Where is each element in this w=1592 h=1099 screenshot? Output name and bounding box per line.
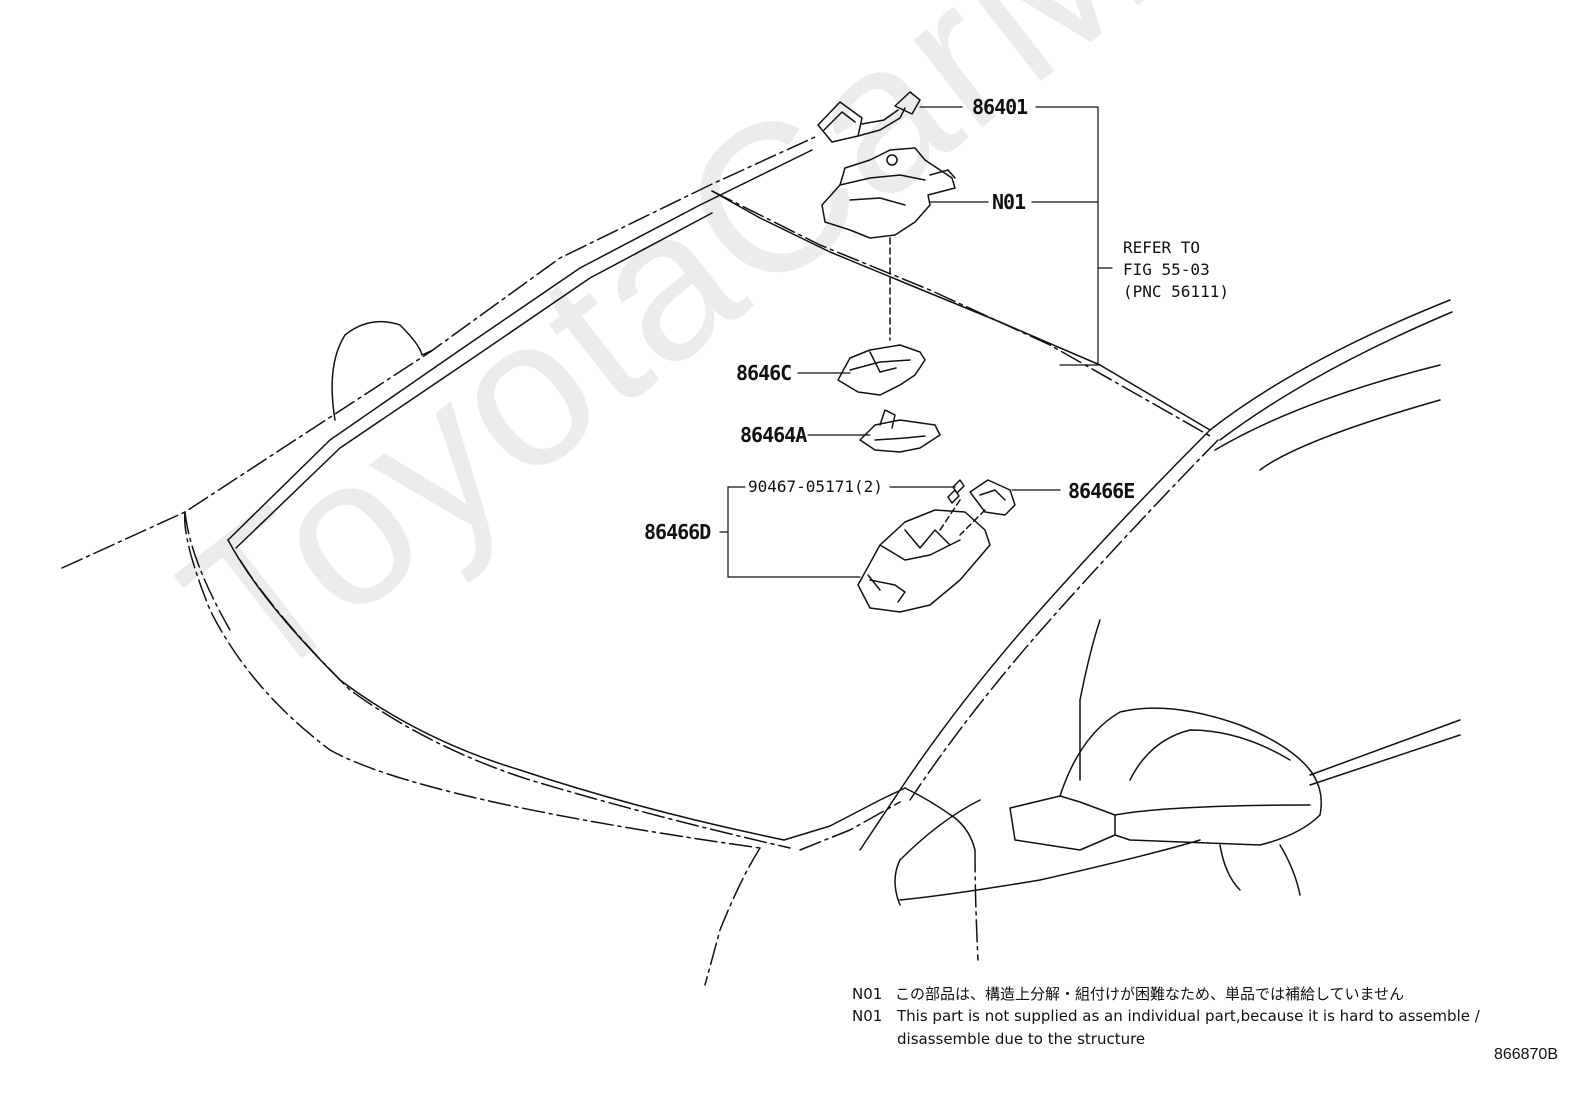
fender-lower-right [900, 840, 1200, 900]
note-jp-code: N01 [852, 985, 883, 1003]
callout-n01: N01 [992, 190, 1026, 214]
part-8646c-drawing [838, 345, 925, 395]
refer-to-line3: (PNC 56111) [1123, 282, 1229, 301]
assembly-line-clip [960, 510, 985, 535]
a-pillar-outer-2 [1220, 312, 1452, 440]
windshield-bottom-edge [228, 540, 784, 840]
roof-side-line [1215, 365, 1440, 450]
callout-90467-05171: 90467-05171(2) [748, 477, 883, 496]
part-86466d-drawing [858, 510, 990, 612]
part-n01-drawing [822, 148, 955, 238]
door-vertical [1080, 620, 1100, 700]
windshield-outer-frame [62, 137, 815, 848]
part-86401-drawing [818, 92, 920, 142]
note-jp-text: この部品は、構造上分解・組付けが困難なため、単品では補給していません [895, 985, 1405, 1003]
part-86466e-drawing [970, 480, 1015, 515]
note-en-text-line1: This part is not supplied as an individu… [897, 1007, 1480, 1025]
hood-center-line [705, 848, 760, 985]
callout-8646c: 8646C [736, 361, 792, 385]
a-pillar [860, 430, 1210, 850]
callout-86401: 86401 [972, 95, 1028, 119]
windshield-glass-edge-inner [236, 213, 712, 548]
part-86464a-drawing [860, 410, 940, 452]
side-mirror [1010, 700, 1460, 895]
cowl-line-2 [800, 802, 900, 850]
cowl-line [784, 788, 905, 840]
a-pillar-inner [910, 440, 1218, 800]
note-en-code: N01 [852, 1007, 883, 1025]
fender-right-dash [975, 850, 978, 960]
door-line [1260, 400, 1440, 470]
callout-86464a: 86464A [740, 423, 807, 447]
refer-to-line2: FIG 55-03 [1123, 260, 1210, 279]
left-fender-line [185, 512, 230, 630]
windshield-bottom-inner [240, 560, 790, 848]
roof-line-dash [712, 191, 1210, 436]
note-en-text-line2: disassemble due to the structure [897, 1030, 1146, 1048]
a-pillar-outer [1210, 300, 1450, 430]
assembly-line-86466e [940, 500, 960, 530]
callout-86466d: 86466D [644, 520, 711, 544]
figure-code: 866870B [1493, 1046, 1558, 1063]
fender-right [905, 788, 975, 850]
refer-to-line1: REFER TO [1123, 238, 1201, 257]
part-90467-clip-drawing [948, 480, 964, 503]
windshield-glass-edge [228, 150, 812, 540]
roof-line [712, 191, 1210, 430]
callout-86466e: 86466E [1068, 479, 1135, 503]
fender-panel [895, 800, 980, 905]
left-pillar-mirror [332, 322, 433, 420]
leader-lines [720, 107, 1112, 577]
